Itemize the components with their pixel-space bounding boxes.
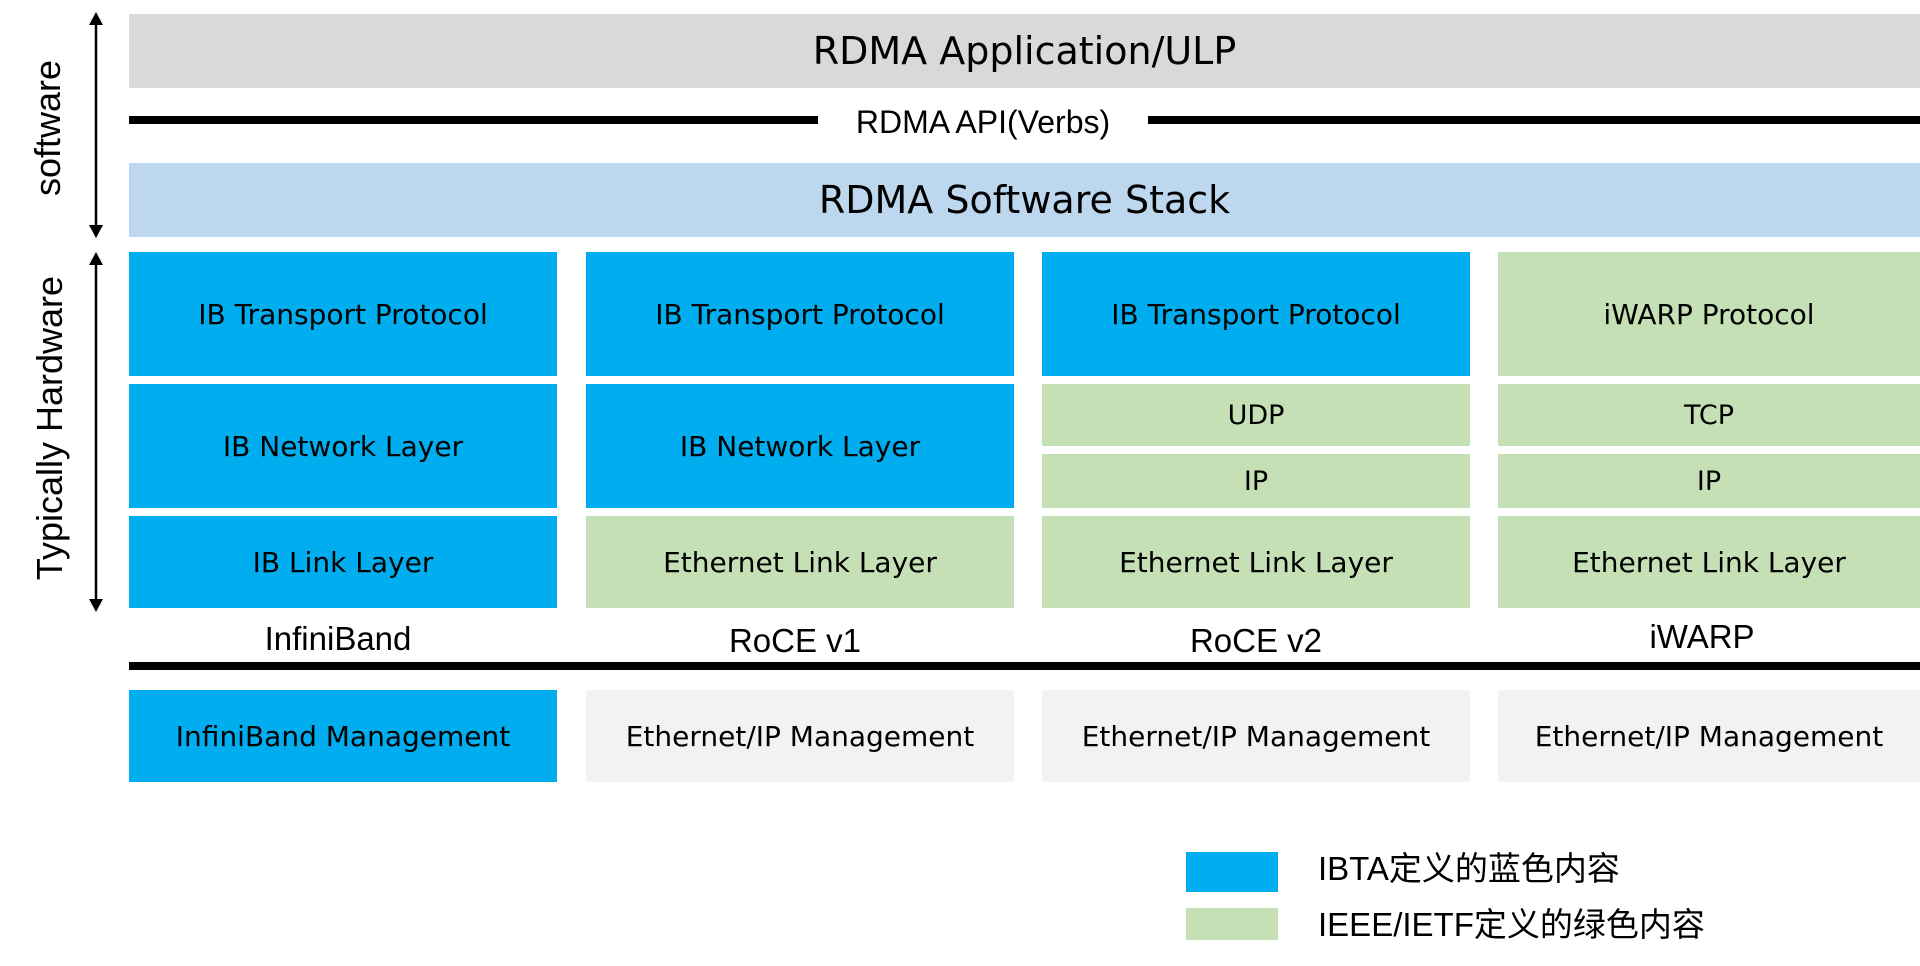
roce-v2-transport-protocol: IB Transport Protocol — [1042, 252, 1470, 376]
hardware-label: Typically Hardware — [29, 275, 70, 581]
roce-v1-transport-protocol: IB Transport Protocol — [586, 252, 1014, 376]
iwarp-management: Ethernet/IP Management — [1498, 690, 1920, 782]
hardware-range-arrow — [89, 252, 103, 612]
infiniband-management: InfiniBand Management — [129, 690, 557, 782]
legend-green-label: IEEE/IETF定义的绿色内容 — [1318, 906, 1705, 943]
iwarp-protocol: iWARP Protocol — [1498, 252, 1920, 376]
roce-v1-technology-label: RoCE v1 — [728, 622, 862, 659]
infiniband-technology-label: InfiniBand — [264, 620, 412, 657]
legend-blue-swatch — [1186, 852, 1278, 892]
roce-v2-udp-layer: UDP — [1042, 384, 1470, 446]
infiniband-link-layer: IB Link Layer — [129, 516, 557, 608]
api-line-right — [1145, 116, 1920, 124]
roce-v2-technology-label: RoCE v2 — [1189, 622, 1323, 659]
roce-v2-ip-layer: IP — [1042, 454, 1470, 508]
management-divider-line — [129, 662, 1920, 670]
iwarp-ethernet-link-layer: Ethernet Link Layer — [1498, 516, 1920, 608]
roce-v1-network-layer: IB Network Layer — [586, 384, 1014, 508]
roce-v1-ethernet-link-layer: Ethernet Link Layer — [586, 516, 1014, 608]
software-label: software — [27, 59, 68, 197]
roce-v1-management: Ethernet/IP Management — [586, 690, 1014, 782]
iwarp-ip-layer: IP — [1498, 454, 1920, 508]
infiniband-transport-protocol: IB Transport Protocol — [129, 252, 557, 376]
legend-blue-label: IBTA定义的蓝色内容 — [1318, 850, 1620, 887]
roce-v2-ethernet-link-layer: Ethernet Link Layer — [1042, 516, 1470, 608]
software-range-arrow — [89, 12, 103, 238]
iwarp-technology-label: iWARP — [1649, 618, 1755, 655]
roce-v2-management: Ethernet/IP Management — [1042, 690, 1470, 782]
rdma-software-stack-layer: RDMA Software Stack — [129, 163, 1920, 237]
api-line-left — [129, 116, 824, 124]
rdma-api-verbs-label: RDMA API(Verbs) — [818, 100, 1148, 144]
legend-green-swatch — [1186, 908, 1278, 940]
infiniband-network-layer: IB Network Layer — [129, 384, 557, 508]
iwarp-tcp-layer: TCP — [1498, 384, 1920, 446]
rdma-application-layer: RDMA Application/ULP — [129, 14, 1920, 88]
